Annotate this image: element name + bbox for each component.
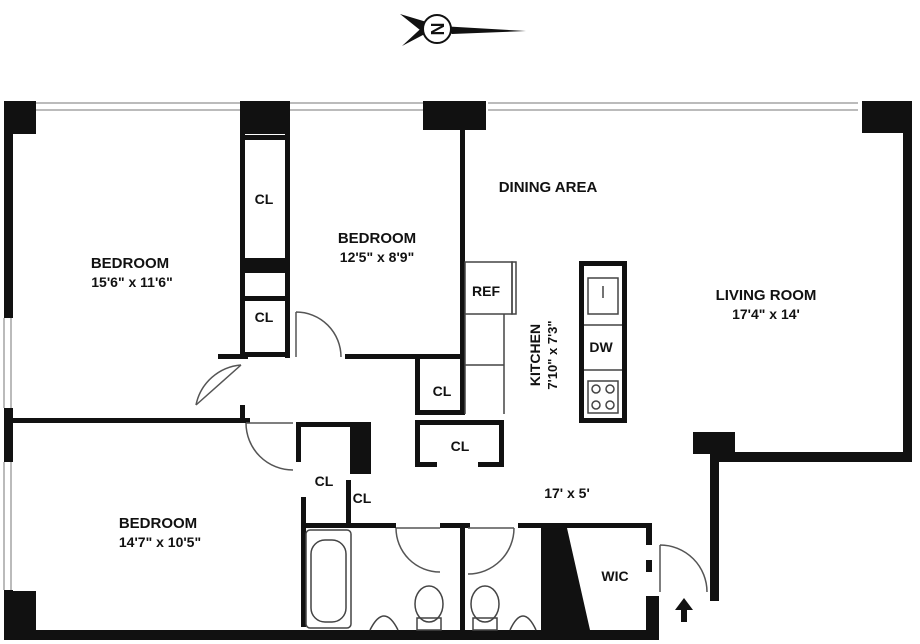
- closet-label: CL: [451, 438, 470, 454]
- living-room-size: 17'4" x 14': [732, 306, 800, 322]
- stove-icon: [587, 380, 619, 414]
- kitchen-name: KITCHEN: [527, 324, 543, 386]
- closet-label: CL: [255, 191, 274, 207]
- dw-label: DW: [589, 339, 613, 355]
- door-swings: [195, 311, 708, 593]
- bedroom-large-size: 15'6" x 11'6": [91, 274, 172, 290]
- compass-north-arrow-icon: N: [400, 14, 526, 46]
- closet-label: CL: [255, 309, 274, 325]
- fixtures: [305, 261, 622, 631]
- kitchen-size: 7'10" x 7'3": [545, 320, 560, 389]
- toilet-icon-2: [470, 585, 500, 623]
- closet-label: CL: [353, 490, 372, 506]
- bedroom-middle-name: BEDROOM: [338, 230, 416, 247]
- bedroom-lower-name: BEDROOM: [119, 515, 197, 532]
- dining-area-name: DINING AREA: [499, 179, 598, 196]
- bathtub-icon: [305, 529, 352, 629]
- entry-arrow-icon: [675, 598, 693, 622]
- wic-name: WIC: [601, 568, 628, 584]
- toilet-icon: [414, 585, 444, 623]
- walls: [4, 101, 912, 640]
- compass-letter: N: [428, 23, 448, 36]
- bath-sink-icon-2: [509, 615, 537, 631]
- living-room-name: LIVING ROOM: [716, 287, 817, 304]
- room-labels: BEDROOM 15'6" x 11'6" BEDROOM 12'5" x 8'…: [91, 179, 817, 584]
- bath-sink-icon: [369, 615, 399, 631]
- bedroom-large-name: BEDROOM: [91, 255, 169, 272]
- bedroom-lower-size: 14'7" x 10'5": [119, 534, 201, 550]
- closet-label: CL: [315, 473, 334, 489]
- ref-label: REF: [472, 283, 500, 299]
- sink-icon: [587, 277, 619, 315]
- foyer-size: 17' x 5': [544, 485, 590, 501]
- bedroom-middle-size: 12'5" x 8'9": [340, 249, 414, 265]
- closet-label: CL: [433, 383, 452, 399]
- windows: [3, 102, 858, 590]
